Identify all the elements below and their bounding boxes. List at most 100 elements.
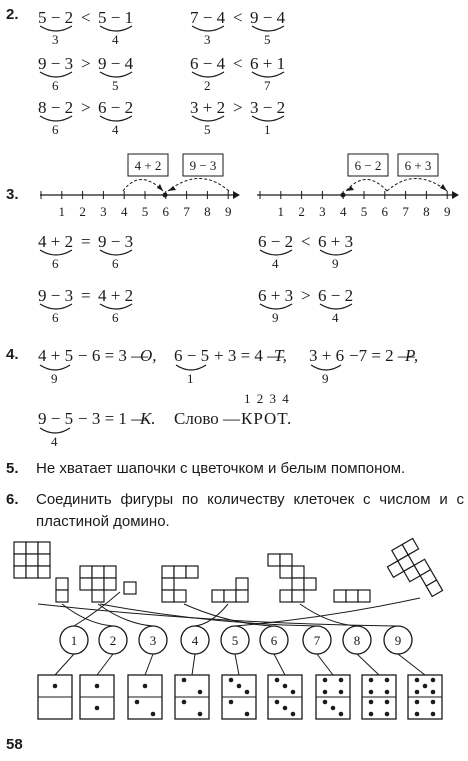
underbraces [39, 249, 133, 256]
tick-label: 3 [100, 204, 107, 219]
tick-label: 2 [298, 204, 305, 219]
letter-indices: 1 2 3 4 [244, 391, 289, 406]
tick-label: 6 [382, 204, 389, 219]
number-circle-label: 3 [150, 633, 157, 648]
expr-left: 6 + 3 [258, 286, 294, 305]
box-left-2 [182, 153, 224, 177]
sum: 6 − 5 [174, 346, 210, 365]
number-circle [180, 625, 210, 655]
number-circle-label: 9 [395, 633, 402, 648]
expr-right: 3 − 2 [250, 98, 286, 117]
expr-left: 3 + 2 [190, 98, 226, 117]
value-left: 5 [204, 122, 211, 137]
value-right: 4 [332, 310, 339, 325]
task-3-number: 3. [6, 186, 19, 203]
box-right-2-text: 6 + 3 [405, 158, 432, 173]
tick-label: 4 [121, 204, 128, 219]
rest: + 3 = 4 — [214, 346, 285, 365]
underbraces [191, 71, 285, 78]
value-right: 5 [264, 32, 271, 47]
expr-right: 6 − 2 [98, 98, 134, 117]
domino [221, 674, 257, 720]
box-right-1 [347, 153, 389, 177]
underbraces [259, 249, 353, 256]
tick-label: 8 [423, 204, 430, 219]
underbraces [39, 25, 133, 32]
box-right-2 [397, 153, 439, 177]
number-circle-label: 7 [314, 633, 321, 648]
domino-link [191, 653, 196, 676]
number-circle-label: 8 [354, 633, 361, 648]
box-left-1 [127, 153, 169, 177]
number-circle [342, 625, 372, 655]
value-left: 9 [272, 310, 279, 325]
comparison-sign: < [301, 232, 311, 251]
tick-label: 5 [361, 204, 368, 219]
expr-right: 9 − 4 [250, 8, 286, 27]
figure-link [183, 603, 275, 627]
figure-4-cells [211, 577, 249, 603]
sum: 9 − 5 [38, 409, 74, 428]
comparison-sign: > [301, 286, 311, 305]
figure-6-cells [161, 565, 199, 603]
value-right: 1 [264, 122, 271, 137]
tick-label: 5 [142, 204, 149, 219]
expr-right: 6 − 2 [318, 286, 354, 305]
expr-left: 6 − 4 [190, 54, 226, 73]
tick-label: 6 [163, 204, 170, 219]
comparison-sign: < [81, 8, 91, 27]
expr-left: 9 − 3 [38, 286, 74, 305]
letter: О, [140, 346, 157, 365]
comparison-sign: = [81, 286, 91, 305]
domino [361, 674, 397, 720]
task-4-number: 4. [6, 346, 19, 363]
comparison-sign: = [81, 232, 91, 251]
domino-link [96, 653, 114, 676]
domino [127, 674, 163, 720]
rest: − 6 = 3 — [78, 346, 149, 365]
expr-right: 9 − 4 [98, 54, 134, 73]
value-left: 6 [52, 78, 59, 93]
value-left: 6 [52, 256, 59, 271]
value-right: 6 [112, 256, 119, 271]
sum: 4 + 5 [38, 346, 74, 365]
underbraces [191, 115, 285, 122]
expr-left: 4 + 2 [38, 232, 74, 251]
value-left: 3 [204, 32, 211, 47]
number-circle [302, 625, 332, 655]
value-left: 6 [52, 310, 59, 325]
domino [37, 674, 73, 720]
number-circle-label: 1 [71, 633, 78, 648]
box-left-2-text: 9 − 3 [190, 158, 217, 173]
underbraces [259, 303, 353, 310]
sum: 3 + 6 [309, 346, 345, 365]
value-left: 4 [272, 256, 279, 271]
tick-label: 7 [183, 204, 190, 219]
figure-link [97, 603, 154, 627]
domino [267, 674, 303, 720]
task-6-number: 6. [6, 491, 19, 508]
domino-link [54, 653, 75, 676]
domino-link [316, 653, 334, 676]
number-circle [383, 625, 413, 655]
value-left: 2 [204, 78, 211, 93]
rest: −7 = 2 — [349, 346, 415, 365]
figure-1-cell [123, 581, 137, 595]
domino-link [356, 653, 380, 676]
number-circle [59, 625, 89, 655]
comparison-sign: > [81, 98, 91, 117]
underbraces [191, 25, 285, 32]
expr-left: 6 − 2 [258, 232, 294, 251]
domino [174, 674, 210, 720]
point-4-right [340, 192, 346, 198]
expr-left: 8 − 2 [38, 98, 74, 117]
domino-link [273, 653, 286, 676]
comparison-sign: > [81, 54, 91, 73]
figure-link [37, 603, 399, 627]
value-left: 6 [52, 122, 59, 137]
point-6-left [162, 192, 168, 198]
task-5-text: Не хватает шапочки с цветочком и белым п… [36, 460, 406, 477]
